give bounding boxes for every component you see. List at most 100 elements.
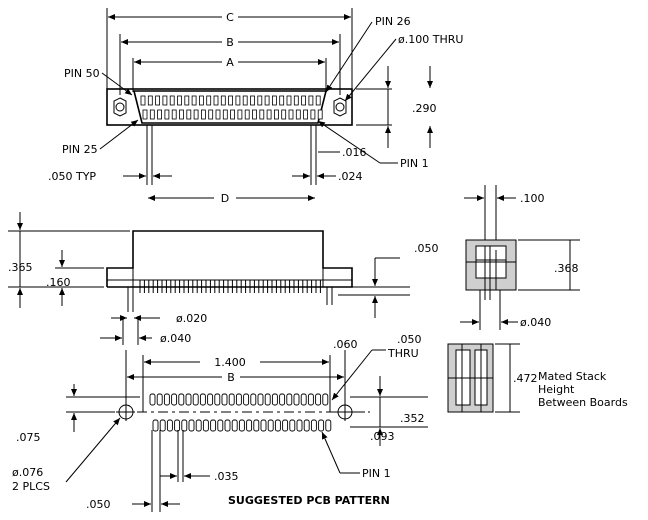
pad-pitch-label: .035 [214, 470, 239, 483]
top-pin [228, 95, 234, 106]
top-pin [149, 109, 155, 120]
pcb-pad [271, 393, 278, 406]
pcb-pad [246, 419, 253, 432]
pcb-pad [264, 393, 271, 406]
tail-050-label: .050 [414, 242, 439, 255]
top-pin [242, 95, 248, 106]
dim-c-label: C [226, 11, 234, 24]
top-pin [317, 109, 323, 120]
top-pin [293, 95, 299, 106]
side-view: .365 .160 .050 ø.020 ø.040 [8, 212, 439, 345]
pcb-pad [238, 419, 245, 432]
pcb-pad [185, 393, 192, 406]
thru-hole-label: ø.100 THRU [398, 33, 463, 46]
top-pin [193, 109, 199, 120]
dim-b-label: B [226, 36, 234, 49]
top-pin [171, 109, 177, 120]
hole-offset-label: .075 [16, 431, 41, 444]
pcb-pattern: 1.400 B .060 .050 THRU .352 .093 [12, 333, 428, 512]
top-pin [271, 95, 277, 106]
thru-label: THRU [387, 347, 419, 360]
pcb-pad [221, 393, 228, 406]
pin-25-label: PIN 25 [62, 143, 98, 156]
top-pin [169, 95, 175, 106]
pcb-pad [296, 419, 303, 432]
pcb-pad [282, 419, 289, 432]
top-pin [315, 95, 321, 106]
top-view: C B A PIN 50 PIN 26 ø.100 THRU PIN 25 PI… [48, 8, 463, 205]
top-pin [215, 109, 221, 120]
pcb-pad [300, 393, 307, 406]
top-pin [288, 109, 294, 120]
pcb-pad [192, 393, 199, 406]
top-pin [252, 109, 257, 120]
pcb-pad [250, 393, 257, 406]
top-pin [142, 109, 148, 120]
pcb-pad [178, 393, 185, 406]
top-pin-row-lower [142, 109, 323, 120]
pcb-pad [188, 419, 195, 432]
top-pin-row-upper [140, 95, 321, 106]
stack-height-label: .472 [513, 372, 538, 385]
pin-26-label: PIN 26 [375, 15, 411, 28]
pcb-pad [325, 419, 332, 432]
top-pin [264, 95, 270, 106]
dim-d-label: D [221, 192, 229, 205]
pcb-pad [159, 419, 166, 432]
pcb-pad [210, 419, 217, 432]
pcb-pad [202, 419, 209, 432]
stack-caption-3: Between Boards [538, 396, 628, 409]
pin-1-label: PIN 1 [400, 157, 429, 170]
pcb-caption: SUGGESTED PCB PATTERN [228, 494, 390, 507]
pin-width-label: .016 [342, 146, 367, 159]
pcb-pad [163, 393, 170, 406]
thru-dia-label: .050 [397, 333, 422, 346]
top-pin [155, 95, 161, 106]
pcb-pad-row-upper [149, 393, 329, 406]
top-pin [308, 95, 314, 106]
top-pin [286, 95, 292, 106]
pitch-024-label: .024 [338, 170, 363, 183]
pcb-pad [207, 393, 214, 406]
pcb-pad [235, 393, 242, 406]
end-height-label: .368 [554, 262, 579, 275]
pin-dia-label: ø.020 [176, 312, 207, 325]
top-pin [244, 109, 250, 120]
pcb-pad [217, 419, 224, 432]
pcb-pad [307, 393, 314, 406]
top-pin [200, 109, 206, 120]
top-pin [177, 95, 182, 106]
mount-hole-label: ø.076 [12, 466, 43, 479]
top-pin [281, 109, 287, 120]
pcb-pad [181, 419, 188, 432]
pcb-pad [253, 419, 260, 432]
top-pin [237, 109, 243, 120]
pcb-pad [231, 419, 238, 432]
stack-caption-1: Mated Stack [538, 370, 607, 383]
pcb-pad [166, 419, 173, 432]
height-365-label: .365 [8, 261, 33, 274]
pcb-pad [199, 393, 206, 406]
pcb-pad [171, 393, 178, 406]
top-pin [184, 95, 190, 106]
top-pin [179, 109, 184, 120]
stack-caption-2: Height [538, 383, 575, 396]
pcb-dim-b-label: B [227, 371, 235, 384]
top-pin [191, 95, 197, 106]
top-pin [259, 109, 265, 120]
top-pin [222, 109, 228, 120]
pitch-typ-label: .050 TYP [48, 170, 96, 183]
post-dia-label: ø.040 [160, 332, 191, 345]
mount-qty-label: 2 PLCS [12, 480, 50, 493]
top-pin [140, 95, 146, 106]
pcb-pad [310, 419, 317, 432]
side-pin-row [139, 280, 321, 293]
pcb-pad [267, 419, 274, 432]
pcb-pad [286, 393, 293, 406]
height-160-label: .160 [46, 276, 71, 289]
top-pin [213, 95, 219, 106]
row-spacing-label: .352 [400, 412, 425, 425]
pcb-pad-row-lower [152, 419, 332, 432]
top-pin [147, 95, 153, 106]
top-pin [273, 109, 279, 120]
